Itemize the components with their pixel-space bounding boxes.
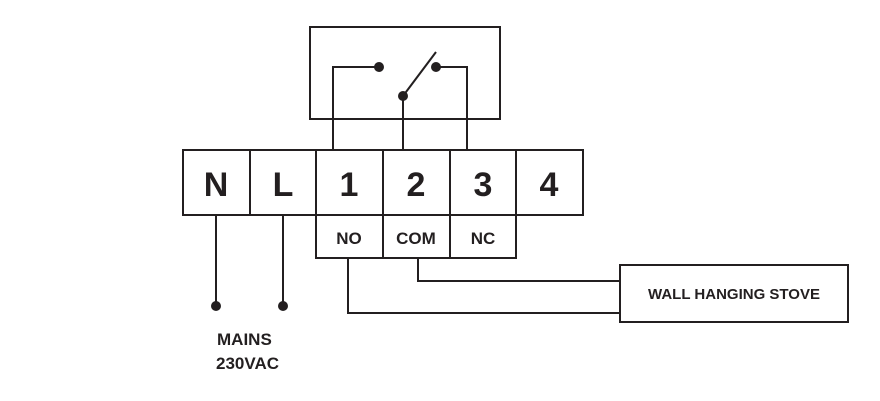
contact-label-strip	[315, 214, 517, 259]
relay-no-lead	[332, 66, 379, 150]
terminal-label-1: 1	[340, 166, 359, 204]
wall-hanging-stove-label: WALL HANGING STOVE	[648, 286, 820, 303]
wall-hanging-stove-box	[619, 264, 849, 323]
relay-nc-lead	[436, 66, 468, 150]
contact-label-nc: NC	[471, 229, 496, 248]
terminal-label-4: 4	[540, 166, 559, 204]
mains-neutral-terminal	[211, 301, 221, 311]
terminal-label-2: 2	[407, 166, 426, 204]
mains-voltage-label: 230VAC	[216, 354, 279, 373]
terminal-label-n: N	[204, 166, 229, 204]
com-to-stove-wire	[417, 258, 620, 282]
mains-live-terminal	[278, 301, 288, 311]
terminal-label-l: L	[273, 166, 294, 204]
contact-label-no: NO	[336, 229, 362, 248]
mains-label: MAINS	[217, 330, 272, 349]
relay-nc-contact	[431, 62, 441, 72]
no-to-stove-wire	[347, 258, 620, 314]
relay-no-contact	[374, 62, 384, 72]
contact-label-com: COM	[396, 229, 436, 248]
relay-housing	[309, 26, 501, 120]
terminal-label-3: 3	[474, 166, 493, 204]
relay-switch-arm	[402, 51, 437, 97]
